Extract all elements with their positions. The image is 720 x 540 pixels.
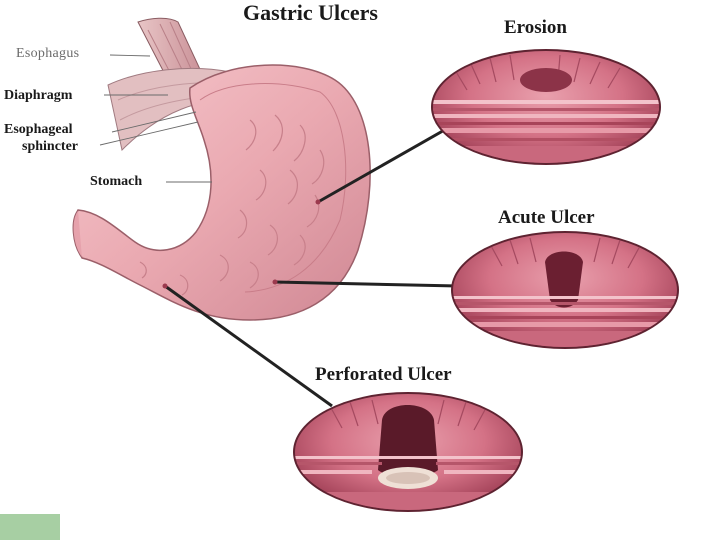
esophageal-sphincter-label-line1: Esophageal (4, 122, 73, 137)
acute-ulcer-label: Acute Ulcer (498, 207, 595, 228)
stomach-label: Stomach (90, 174, 143, 189)
stomach-shape (72, 64, 371, 321)
erosion-panel (431, 49, 661, 165)
accent-box (0, 514, 60, 540)
perforated-ulcer-label: Perforated Ulcer (315, 364, 452, 385)
erosion-label: Erosion (504, 17, 568, 38)
leader-lines (164, 126, 459, 408)
diaphragm-label: Diaphragm (4, 88, 73, 103)
diagram-title: Gastric Ulcers (243, 0, 378, 25)
acute-ulcer-panel (451, 231, 679, 349)
esophageal-sphincter-label-line2: sphincter (22, 139, 78, 154)
esophagus-label: Esophagus (16, 46, 80, 61)
perforated-ulcer-panel (293, 392, 523, 512)
